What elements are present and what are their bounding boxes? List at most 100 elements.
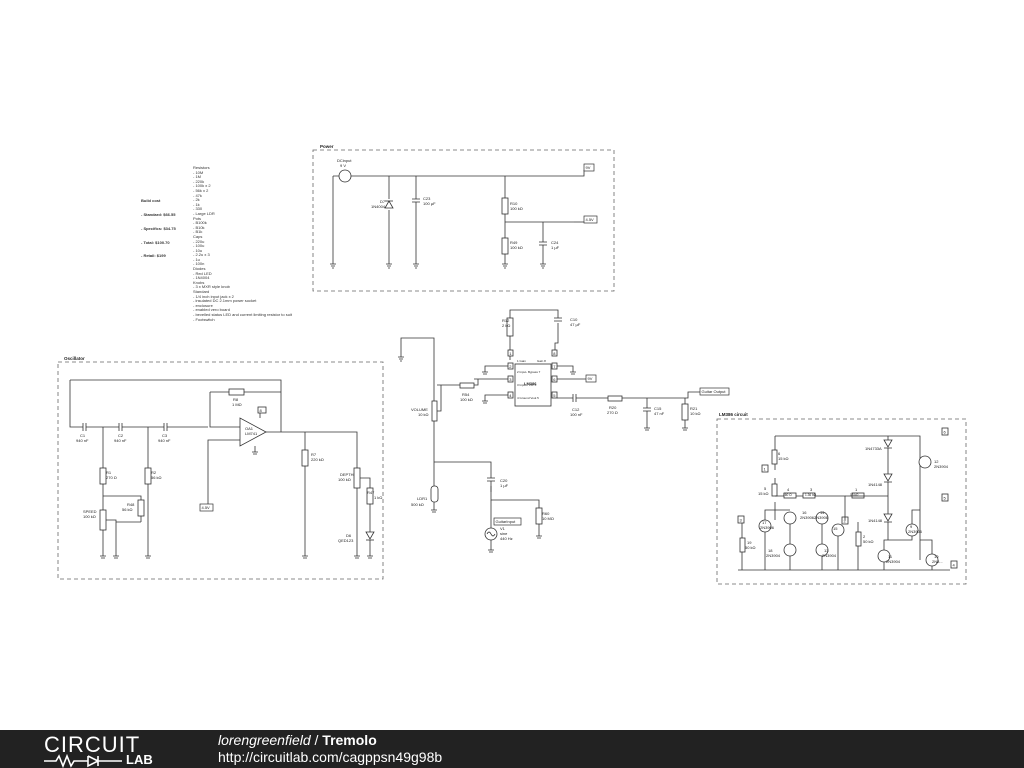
ldr1-label: LDR1: [417, 496, 428, 501]
ldr1-value: 500 kΩ: [411, 502, 424, 507]
d6-label: D6: [346, 533, 352, 538]
r21-value: 10 kΩ: [690, 411, 701, 416]
lm-r4-value: 160 Ω: [783, 493, 792, 497]
title-separator: /: [310, 732, 323, 748]
svg-text:4.5V: 4.5V: [202, 505, 211, 510]
svg-text:4: 4: [953, 563, 956, 568]
lm386-label: LM386: [524, 381, 537, 386]
lm386-pin2: 2 Input- Bypass 7: [517, 370, 541, 374]
r8-value: 1 MΩ: [232, 402, 242, 407]
r54-value: 100 kΩ: [460, 397, 473, 402]
lm-d1n4733a: [883, 439, 893, 448]
c3-label: C3: [162, 433, 168, 438]
schematic-canvas: Power DCinput 9 V D7 1N4004 C23 100 µF R…: [57, 144, 967, 585]
net-label-guitar-input: GuitarInput: [493, 517, 522, 526]
parts-list-line: - 1M: [193, 174, 201, 180]
depth-pot: [353, 467, 361, 489]
lm386-pin8: Gain 8: [537, 359, 546, 363]
svg-text:2: 2: [509, 364, 512, 369]
build-cost-title: Build cost: [141, 198, 161, 204]
author-name[interactable]: lorengreenfield: [218, 732, 311, 748]
parts-list-line: Standard: [193, 289, 210, 295]
lm-d1n4148-b-label: 1N4148: [868, 518, 883, 523]
build-cost-line: - Specifics: $34.75: [141, 225, 176, 231]
r1-label: R1: [106, 470, 112, 475]
net-label-4-5v: 4.5V: [583, 215, 598, 224]
v1-type: sine: [500, 531, 508, 536]
lm-d1n4148-b: [883, 513, 893, 522]
lm-transistor-group: 12 2N3904 17 2N3906 16 2N3906 14 2N3906 …: [758, 455, 949, 567]
parts-list-line: - Footswitch: [193, 316, 215, 322]
r47-resistor: [366, 487, 374, 505]
parts-list: Resistors- 10M- 1M- 220k- 100k x 2- 56k …: [193, 165, 393, 322]
parts-list-line: - 220u: [193, 238, 205, 244]
svg-text:12: 12: [934, 459, 939, 464]
parts-list-line: Caps: [193, 233, 203, 239]
c23-label: C23: [423, 196, 431, 201]
c24-label: C24: [551, 240, 559, 245]
lm-q18: [783, 543, 797, 557]
lm386-circuit-ports: 6 1 3 2 5 4: [737, 427, 958, 569]
lm-r5-label: 5: [764, 486, 767, 491]
parts-list-line: - bevelled status LED and current limiti…: [193, 312, 292, 317]
r12-label: R12: [502, 318, 510, 323]
svg-text:2N3904: 2N3904: [934, 464, 949, 469]
svg-text:2N3906: 2N3906: [800, 515, 815, 520]
r20-resistor: [607, 395, 623, 402]
oa1-label: OA1: [245, 426, 254, 431]
parts-list-line: Resistors: [193, 165, 210, 170]
volume-pot: [431, 400, 438, 422]
parts-list-line: Pots: [193, 215, 202, 221]
speed-value: 100 kΩ: [83, 514, 96, 519]
r8-label: R8: [233, 397, 239, 402]
depth-value: 100 kΩ: [338, 477, 351, 482]
c15-value: 47 nF: [654, 411, 665, 416]
lm386-chip: [514, 363, 552, 407]
parts-list-line: - 100u: [193, 243, 205, 249]
svg-text:15: 15: [833, 526, 838, 531]
logo-text-top: CIRCUIT: [44, 732, 141, 757]
c10-value: 47 µF: [570, 322, 581, 327]
project-url[interactable]: http://circuitlab.com/cagppsn49g98b: [218, 749, 443, 765]
r2-value: 56 kΩ: [151, 475, 162, 480]
oscillator-section-title: Oscillator: [64, 356, 85, 361]
lm-r3-value: 1.36 kΩ: [805, 493, 817, 497]
ldr1-resistor: [430, 485, 439, 503]
volume-label: VOLUME: [411, 407, 428, 412]
d7-label: D7: [380, 199, 386, 204]
parts-list-line: - 100n: [193, 261, 205, 267]
parts-list-line: - Red LED: [193, 270, 212, 276]
parts-list-line: - 1k: [193, 201, 200, 207]
lm-r5-value: 15 kΩ: [758, 491, 769, 496]
project-name[interactable]: Tremolo: [322, 732, 377, 748]
lm386-pin-boxes: 1 2 3 4 8 7 6 5: [507, 349, 558, 399]
r2-resistor: [144, 467, 152, 485]
dcinput-value: 9 V: [340, 163, 346, 168]
logo-circuit-icon: [44, 754, 122, 768]
parts-notes: Build cost - Standard: $66.55 - Specific…: [141, 165, 292, 321]
parts-list-line: - 1/4 inch input jack x 2: [193, 293, 234, 299]
r12-value: 2 kΩ: [502, 323, 510, 328]
build-cost-line: - Total: $100.70: [141, 239, 170, 245]
svg-text:14: 14: [820, 510, 825, 515]
lm386-pin1: 1 Gain: [517, 359, 526, 363]
c12-label: C12: [572, 407, 580, 412]
r1-resistor: [99, 467, 107, 485]
r20-value: 270 Ω: [607, 410, 618, 415]
lm-r2b: [855, 531, 862, 547]
lm-q16: [783, 511, 797, 525]
svg-text:4: 4: [509, 393, 512, 398]
svg-text:6: 6: [553, 377, 556, 382]
svg-text:17: 17: [762, 520, 767, 525]
lm386-circuit-title: LM386 circuit: [719, 412, 748, 417]
c15-label: C15: [654, 406, 662, 411]
v1-label: V1: [500, 526, 506, 531]
oa1-vcc-port: [257, 406, 267, 414]
c23-value: 100 µF: [423, 201, 436, 206]
lm-r19-value: 50 kΩ: [745, 545, 756, 550]
parts-list-line: - B100k: [193, 220, 207, 226]
lm-r1b: [851, 492, 865, 499]
lm386-pin3: 3 Input+ Vcc 6: [517, 383, 537, 387]
lm-r6-value: 15 kΩ: [778, 456, 789, 461]
r21-label: R21: [690, 406, 698, 411]
